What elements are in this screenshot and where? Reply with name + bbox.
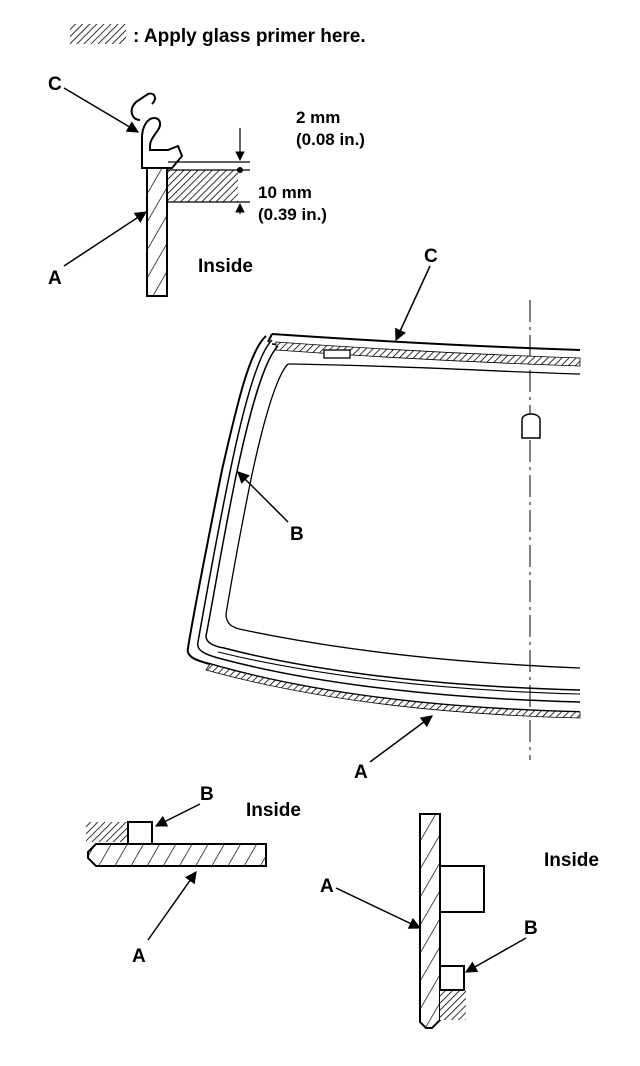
pointer-a-bottom-left	[147, 871, 197, 941]
label-a-top: A	[48, 268, 62, 289]
label-b-bottom-left: B	[200, 784, 214, 805]
urethane-bead-b	[205, 345, 581, 691]
primer-area-bottom-right	[440, 990, 466, 1020]
label-inside-bottom-left: Inside	[246, 800, 301, 821]
primer-strip-top	[275, 341, 581, 367]
primer-area	[166, 170, 238, 202]
label-b-bottom-right: B	[524, 918, 538, 939]
label-a-bottom-left: A	[132, 946, 146, 967]
label-inside-bottom-right: Inside	[544, 850, 599, 871]
legend: : Apply glass primer here.	[70, 24, 366, 47]
pointer-c-windshield	[395, 265, 431, 342]
primer-hatch-swatch	[70, 24, 126, 44]
urethane-b-bottom-left	[127, 821, 153, 845]
dim-width-metric: 10 mm	[258, 183, 312, 202]
pointer-b-bottom-right	[464, 937, 527, 973]
dim-gap-imperial: (0.08 in.)	[296, 130, 365, 149]
pointer-b-bottom-left	[154, 803, 201, 827]
top-marker-box	[323, 349, 351, 359]
glass-section-a	[146, 151, 168, 297]
primer-strip-bottom	[205, 663, 581, 719]
pointer-a-top	[63, 211, 148, 267]
pointer-c-top	[63, 87, 140, 133]
molding-detail	[63, 87, 250, 297]
bottom-edge-detail	[86, 803, 267, 941]
label-c-top: C	[48, 74, 62, 95]
label-a-windshield: A	[354, 762, 368, 783]
dim-gap-metric: 2 mm	[296, 108, 340, 127]
label-b-windshield: B	[290, 524, 304, 545]
mirror-mount	[521, 413, 541, 439]
label-c-windshield: C	[424, 246, 438, 267]
molding-c-top	[271, 333, 581, 351]
legend-text: : Apply glass primer here.	[133, 26, 366, 47]
glass-section-a-vertical	[419, 813, 441, 1029]
molding-c	[141, 116, 184, 169]
pointer-b-windshield	[237, 471, 289, 523]
spacer-block	[439, 865, 485, 913]
label-inside-top: Inside	[198, 256, 253, 277]
pointer-a-bottom-right	[335, 887, 422, 929]
glass-outer-edge	[186, 335, 581, 713]
pointer-a-windshield	[369, 715, 433, 763]
primer-area-bottom-left	[86, 822, 130, 842]
urethane-b-bottom-right	[439, 965, 465, 991]
glass-inner-area	[287, 363, 581, 375]
windshield	[186, 265, 581, 763]
dim-width-imperial: (0.39 in.)	[258, 205, 327, 224]
glass-section-a-horizontal	[87, 843, 267, 867]
side-edge-detail	[335, 813, 527, 1029]
dimension-dot	[237, 167, 243, 173]
label-a-bottom-right: A	[320, 876, 334, 897]
